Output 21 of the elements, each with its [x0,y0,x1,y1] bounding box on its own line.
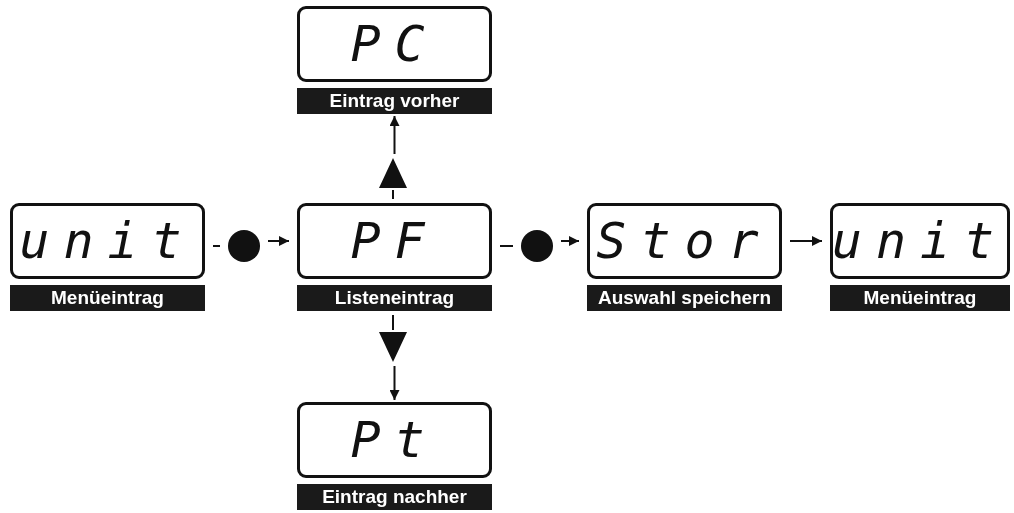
caption-label: Listeneintrag [297,285,492,311]
connector-line [392,314,394,331]
segment-display: Stor [587,203,782,279]
segment-display: Pt [297,402,492,478]
connector-line [499,245,514,247]
caption-label: Menüeintrag [10,285,205,311]
segment-display: unit [10,203,205,279]
arrow [389,365,400,401]
segment-display: PC [297,6,492,82]
segment-display: unit [830,203,1010,279]
caption-label: Eintrag vorher [297,88,492,114]
connector-line [392,189,394,200]
caption-label: Menüeintrag [830,285,1010,311]
caption-label: Auswahl speichern [587,285,782,311]
segment-display: PF [297,203,492,279]
connector-line [212,245,221,247]
arrow [560,236,580,246]
caption-label: Eintrag nachher [297,484,492,510]
arrow [789,236,823,246]
arrow [267,236,290,246]
arrow [389,115,400,155]
